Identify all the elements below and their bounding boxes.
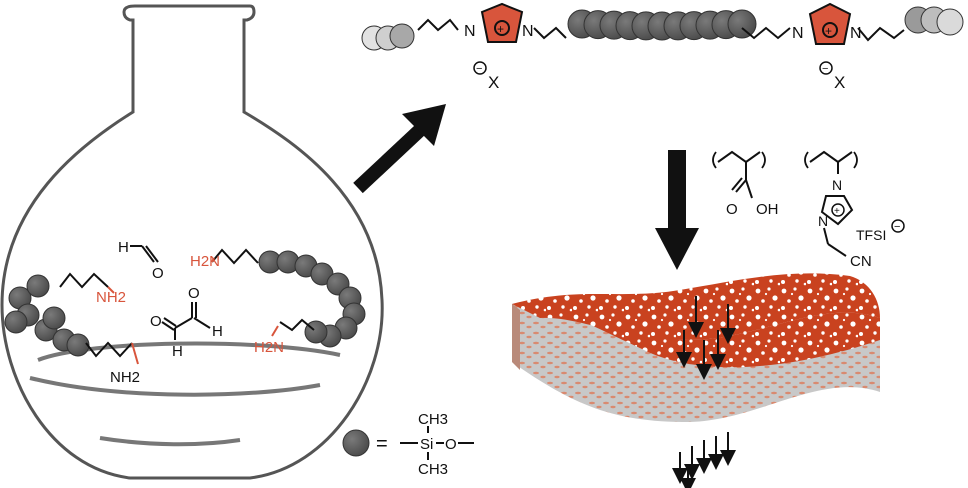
arrow-up-right-icon: [353, 104, 446, 194]
chain-beads-right-faded: [904, 6, 964, 36]
bead: [42, 306, 66, 330]
tfsi-label: TFSI: [856, 227, 886, 243]
chain-beads-left-faded: [361, 23, 415, 51]
bead: [66, 333, 90, 357]
chain-n-3: N: [792, 25, 804, 42]
ionic-polymer-chain: + N N − X + N N − X: [361, 2, 964, 92]
bead-faded: [936, 8, 964, 36]
ring-n-top: N: [832, 177, 842, 193]
svg-text:+: +: [834, 206, 840, 217]
svg-text:O: O: [188, 285, 200, 302]
svg-text:H: H: [118, 239, 129, 256]
legend-ch3-bottom: CH3: [418, 461, 448, 478]
bead-legend: = Si O CH3 CH3: [342, 411, 474, 478]
svg-text:+: +: [497, 22, 504, 36]
legend-o: O: [445, 436, 457, 453]
svg-text:+: +: [825, 24, 832, 38]
svg-text:O: O: [152, 265, 164, 282]
svg-text:H: H: [212, 323, 223, 340]
flask-icon: [0, 4, 384, 480]
imidazolium-ring-icon: + N N − X: [792, 2, 862, 92]
legend-equals: =: [376, 433, 388, 455]
cyano-label: CN: [850, 253, 872, 270]
bead: [4, 310, 28, 334]
ring-n-bottom: N: [818, 213, 828, 229]
glyoxal-molecule: O H O H: [150, 285, 223, 360]
chain-n-1: N: [464, 23, 476, 40]
counterion-left: X: [488, 73, 499, 92]
svg-text:−: −: [476, 63, 482, 75]
alkyl-linkers: [59, 248, 315, 358]
legend-bead-icon: [342, 429, 370, 457]
amine-label-3: H2N: [190, 253, 220, 270]
imidazolium-ring-icon: + N N − X: [464, 2, 534, 92]
polyacrylic-acid-structure: O OH: [712, 150, 779, 218]
amine-label-4: H2N: [254, 339, 284, 356]
amine-label-1: NH2: [96, 289, 126, 306]
cooh-o: O: [726, 201, 738, 218]
svg-text:O: O: [150, 313, 162, 330]
svg-text:−: −: [894, 221, 900, 233]
bead: [727, 9, 757, 39]
chain-beads-middle: [567, 9, 757, 41]
polyionic-liquid-structure: N + N CN TFSI −: [804, 150, 905, 270]
legend-ch3-top: CH3: [418, 411, 448, 428]
cooh-oh: OH: [756, 201, 779, 218]
bead: [26, 274, 50, 298]
flask-polymer-right: [258, 250, 366, 348]
bead-faded: [389, 23, 415, 49]
membrane-icon: [512, 273, 880, 422]
flux-arrows: [672, 296, 736, 488]
formaldehyde-molecule: H O: [118, 239, 164, 282]
arrow-down-icon: [655, 150, 699, 270]
legend-si: Si: [420, 436, 433, 453]
chain-n-2: N: [522, 23, 534, 40]
counterion-right: X: [834, 73, 845, 92]
svg-text:H: H: [172, 343, 183, 360]
amine-label-2: NH2: [110, 369, 140, 386]
svg-text:−: −: [822, 63, 828, 75]
flask-polymer-left: [4, 274, 90, 357]
chain-n-4: N: [850, 25, 862, 42]
amine-bonds: [107, 257, 279, 365]
